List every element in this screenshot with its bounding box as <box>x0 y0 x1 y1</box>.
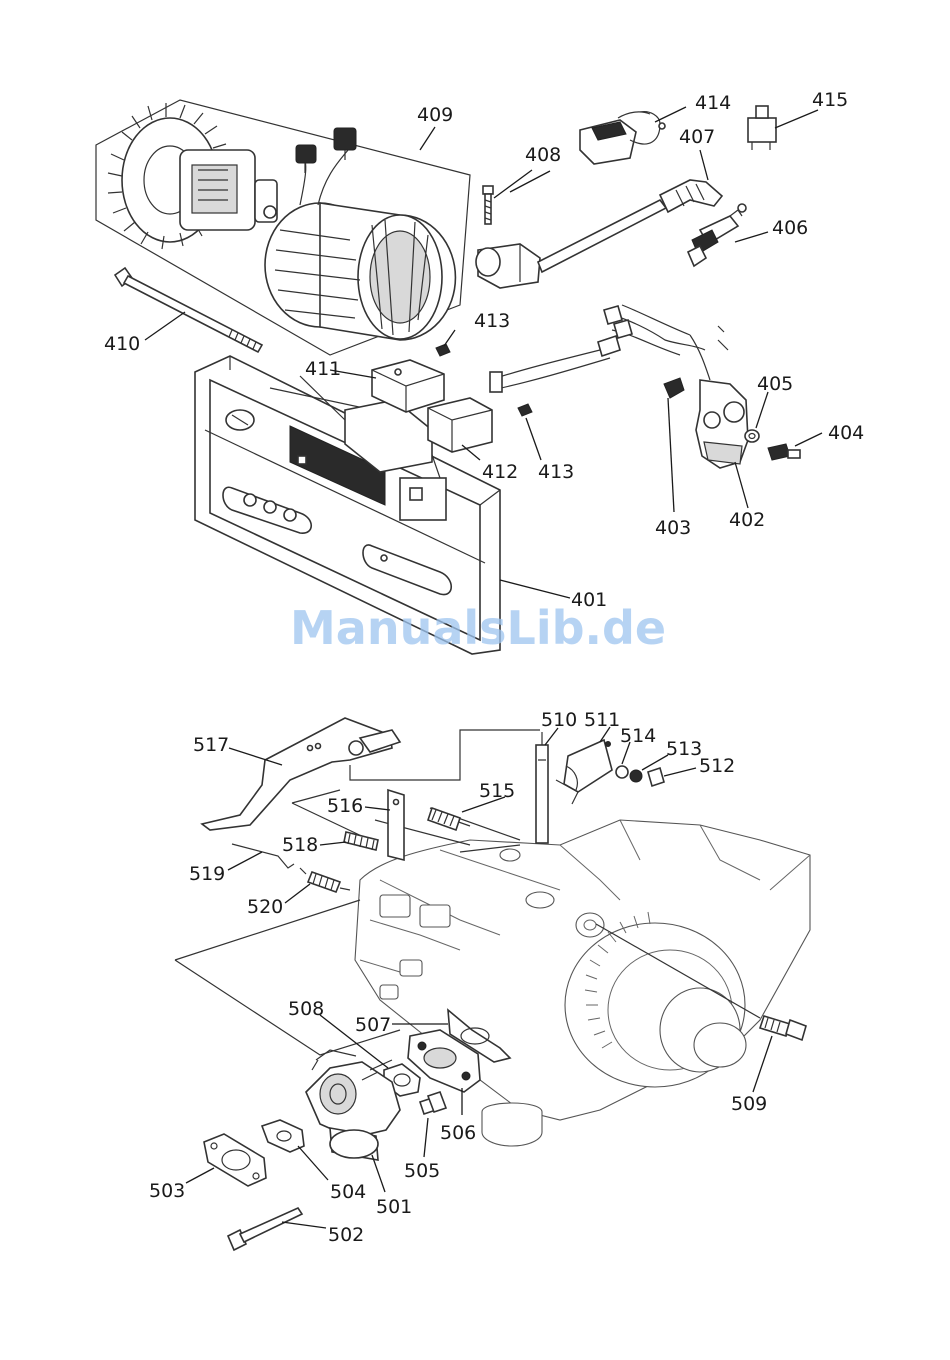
label-517: 517 <box>193 734 229 756</box>
label-405: 405 <box>757 373 793 395</box>
label-403: 403 <box>655 517 691 539</box>
label-502: 502 <box>328 1224 364 1246</box>
gasket-504-part <box>262 1120 304 1152</box>
screw-413-a-part <box>436 344 450 356</box>
fastener-group-part <box>616 766 664 786</box>
switch-415-part <box>748 106 776 150</box>
label-513: 513 <box>666 738 702 760</box>
label-409: 409 <box>417 104 453 126</box>
bracket-517-part <box>202 718 400 830</box>
stud-505-part <box>420 1092 446 1114</box>
label-511: 511 <box>584 709 620 731</box>
bolt-502-part <box>228 1208 302 1250</box>
lower-assembly: 517 510 511 514 513 512 515 516 518 519 … <box>149 709 810 1250</box>
label-512: 512 <box>699 755 735 777</box>
label-501: 501 <box>376 1196 412 1218</box>
label-518: 518 <box>282 834 318 856</box>
label-516: 516 <box>327 795 363 817</box>
screw-512 <box>648 768 664 786</box>
spark-plug-part <box>688 204 746 266</box>
label-515: 515 <box>479 780 515 802</box>
rod-510-part <box>536 732 548 843</box>
washer-514 <box>616 766 628 778</box>
gasket-503-part <box>204 1134 266 1186</box>
label-508: 508 <box>288 998 324 1020</box>
alternator-stator-part <box>265 128 455 340</box>
screw-413-b-part <box>518 404 532 416</box>
ignition-coil-part <box>476 180 722 288</box>
upper-assembly: 409 408 414 415 407 406 410 413 411 405 … <box>96 89 864 654</box>
label-415: 415 <box>812 89 848 111</box>
label-408: 408 <box>525 144 561 166</box>
label-413-top: 413 <box>474 310 510 332</box>
label-504: 504 <box>330 1181 366 1203</box>
label-412: 412 <box>482 461 518 483</box>
label-509: 509 <box>731 1093 767 1115</box>
label-407: 407 <box>679 126 715 148</box>
module-414-part <box>580 112 665 164</box>
label-520: 520 <box>247 896 283 918</box>
spring-520-part <box>300 868 350 892</box>
component-412-part <box>428 336 620 452</box>
bracket-403-part <box>664 378 684 398</box>
spring-518-part <box>344 832 378 850</box>
watermark: ManualsLib.de <box>290 601 666 655</box>
label-402: 402 <box>729 509 765 531</box>
bracket-511-part <box>556 740 612 804</box>
label-505: 505 <box>404 1160 440 1182</box>
plate-516-part <box>388 790 404 860</box>
label-510: 510 <box>541 709 577 731</box>
label-514: 514 <box>620 725 656 747</box>
label-410: 410 <box>104 333 140 355</box>
label-406: 406 <box>772 217 808 239</box>
label-413-bottom: 413 <box>538 461 574 483</box>
label-519: 519 <box>189 863 225 885</box>
label-507: 507 <box>355 1014 391 1036</box>
label-503: 503 <box>149 1180 185 1202</box>
label-404: 404 <box>828 422 864 444</box>
label-506: 506 <box>440 1122 476 1144</box>
label-411: 411 <box>305 358 341 380</box>
label-414: 414 <box>695 92 731 114</box>
washer-405-part <box>745 430 759 442</box>
bolt-408-part <box>483 186 493 224</box>
washer-513 <box>630 770 642 782</box>
